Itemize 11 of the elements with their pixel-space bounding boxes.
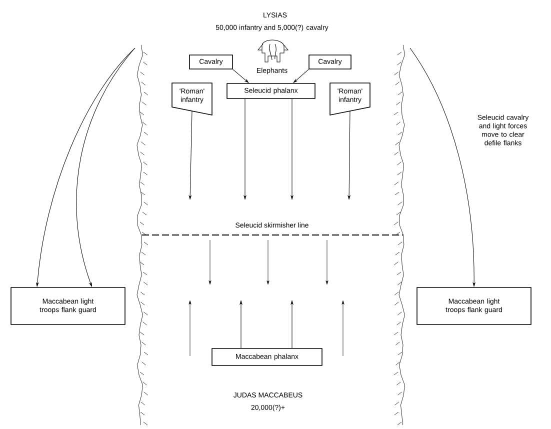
arrow: [410, 48, 476, 286]
arrow: [293, 69, 309, 83]
arrow: [290, 300, 294, 348]
arrow: [232, 69, 249, 83]
arrow: [290, 98, 294, 200]
arrow: [188, 111, 192, 200]
arrow: [36, 48, 136, 286]
arrow: [76, 48, 136, 287]
arrow: [348, 111, 350, 200]
arrow: [244, 98, 246, 200]
arrow: [240, 300, 242, 348]
